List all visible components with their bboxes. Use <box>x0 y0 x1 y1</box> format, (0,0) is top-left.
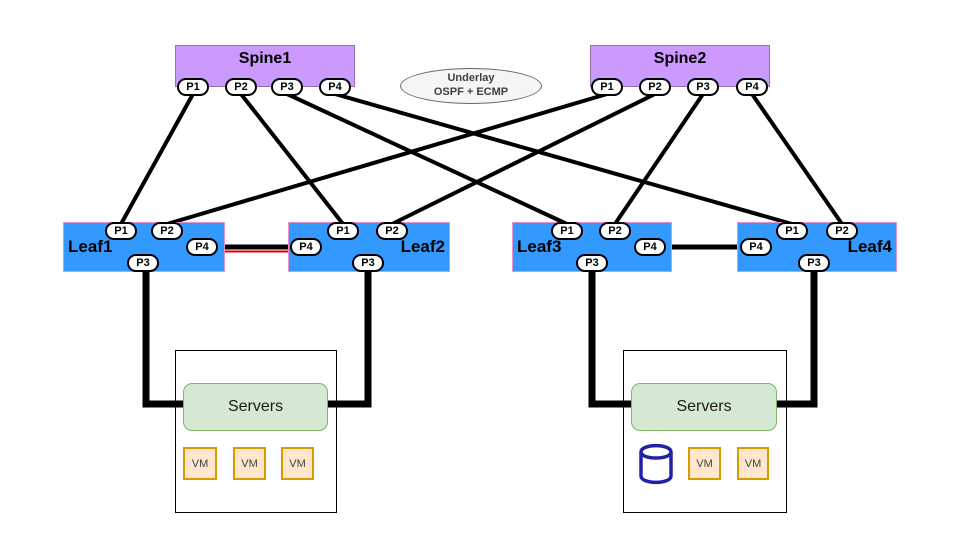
vm-box: VM <box>688 447 721 480</box>
leaf2-port-p3: P3 <box>352 254 384 272</box>
leaf3-port-p2: P2 <box>599 222 631 240</box>
spine2-port-p2: P2 <box>639 78 671 96</box>
leaf1-port-p1: P1 <box>105 222 137 240</box>
servers2-label: Servers <box>676 398 732 415</box>
link-spine2p4-leaf4p2 <box>750 92 844 226</box>
leaf4-port-p1: P1 <box>776 222 808 240</box>
servers2-box: Servers <box>631 383 777 431</box>
spine2-port-p1: P1 <box>591 78 623 96</box>
leaf2-port-p1: P1 <box>327 222 359 240</box>
spine1-port-p4: P4 <box>319 78 351 96</box>
server-group-2-enclosure <box>623 350 787 513</box>
servers1-box: Servers <box>183 383 328 431</box>
leaf3-port-p3: P3 <box>576 254 608 272</box>
link-leaf1p3-servers1 <box>142 266 185 408</box>
link-spine1p4-leaf4p1 <box>334 92 793 226</box>
leaf2-port-p4: P4 <box>290 238 322 256</box>
underlay-line2: OSPF + ECMP <box>433 86 509 98</box>
vm-box: VM <box>233 447 266 480</box>
spine1-port-p2: P2 <box>225 78 257 96</box>
link-spine2p1-leaf1p2 <box>166 92 608 226</box>
vm-box: VM <box>183 447 217 480</box>
leaf3-port-p1: P1 <box>551 222 583 240</box>
leaf4-port-p2: P2 <box>826 222 858 240</box>
spine2-label: Spine2 <box>653 50 707 67</box>
spine2-port-p3: P3 <box>687 78 719 96</box>
leaf3-port-p4: P4 <box>634 238 666 256</box>
leaf1-port-p3: P3 <box>127 254 159 272</box>
underlay-ellipse: Underlay OSPF + ECMP <box>400 68 542 104</box>
link-leaf2p3-servers1 <box>327 266 372 408</box>
leaf1-label: Leaf1 <box>68 237 113 256</box>
leaf2-label: Leaf2 <box>400 237 445 256</box>
link-leaf4p3-servers2 <box>776 266 818 408</box>
spine1-label: Spine1 <box>238 50 292 67</box>
leaf4-label: Leaf4 <box>847 237 892 256</box>
link-spine1p2-leaf2p1 <box>239 92 345 226</box>
spine1-port-p3: P3 <box>271 78 303 96</box>
link-spine1p3-leaf3p1 <box>286 92 568 226</box>
leaf3-label: Leaf3 <box>517 237 562 256</box>
vm-box: VM <box>737 447 769 480</box>
servers1-label: Servers <box>227 398 284 415</box>
leaf1-port-p2: P2 <box>151 222 183 240</box>
database-cylinder-icon <box>639 443 673 485</box>
link-spine1p1-leaf1p1 <box>119 93 195 225</box>
link-leaf3p3-servers2 <box>588 266 633 408</box>
underlay-line1: Underlay <box>447 72 495 85</box>
spine2-port-p4: P4 <box>736 78 768 96</box>
spine-leaf-links <box>119 92 844 226</box>
spine1-port-p1: P1 <box>177 78 209 96</box>
vm-box: VM <box>281 447 314 480</box>
server-group-1-enclosure <box>175 350 337 513</box>
leaf2-port-p2: P2 <box>376 222 408 240</box>
leaf-server-links <box>142 266 818 408</box>
leaf1-port-p4: P4 <box>186 238 218 256</box>
leaf4-port-p3: P3 <box>798 254 830 272</box>
link-spine2p3-leaf3p2 <box>613 92 705 226</box>
leaf4-port-p4: P4 <box>740 238 772 256</box>
link-spine2p2-leaf2p2 <box>391 92 656 226</box>
